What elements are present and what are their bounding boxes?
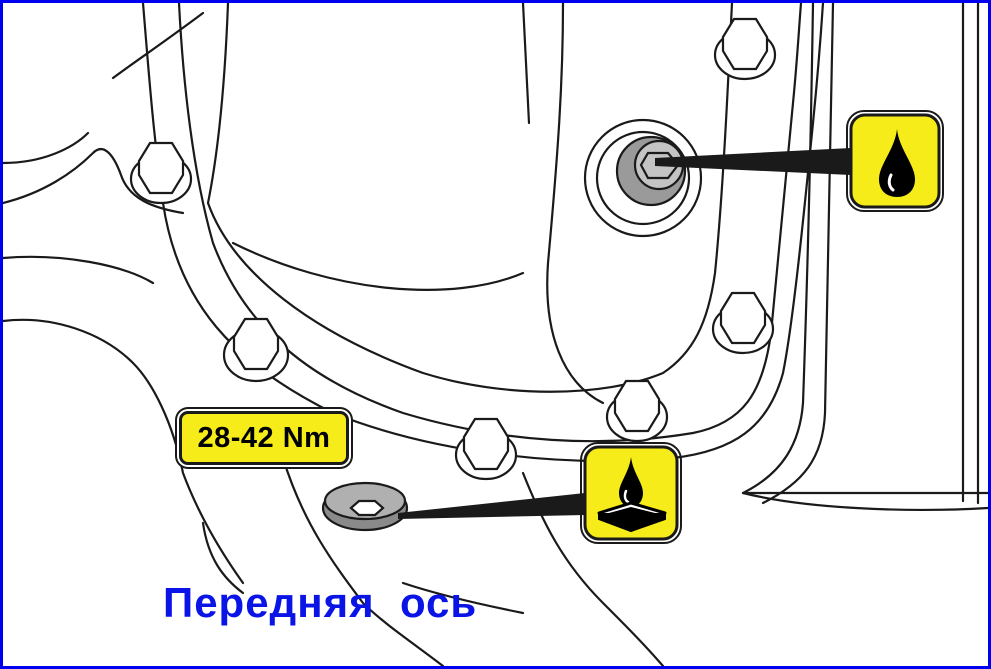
cover-bolts	[129, 17, 777, 481]
oil-drop-icon	[846, 110, 944, 212]
housing-outline-left	[3, 255, 155, 285]
frame-rail-1	[741, 3, 988, 495]
fill-plug	[583, 118, 703, 238]
bolt	[454, 417, 518, 481]
bolt	[222, 317, 290, 383]
cover-flange	[141, 3, 825, 463]
drain-plug	[321, 481, 409, 532]
housing-outline-lower-left	[3, 318, 245, 585]
drain-plug-leader	[398, 493, 585, 519]
bolt	[711, 291, 775, 355]
caption-front-axle: Передняя ось	[163, 579, 478, 626]
bolt	[129, 141, 193, 205]
axle-diagram	[3, 3, 988, 666]
oil-drain-pan-icon	[580, 442, 682, 544]
fill-plug-leader	[655, 148, 851, 175]
cover-body	[206, 3, 734, 393]
bolt	[605, 379, 669, 443]
housing-outline-top-left	[3, 148, 185, 215]
frame-rail-2	[761, 3, 835, 505]
torque-spec-label: 28-42 Nm	[179, 411, 349, 465]
bolt	[713, 17, 777, 81]
